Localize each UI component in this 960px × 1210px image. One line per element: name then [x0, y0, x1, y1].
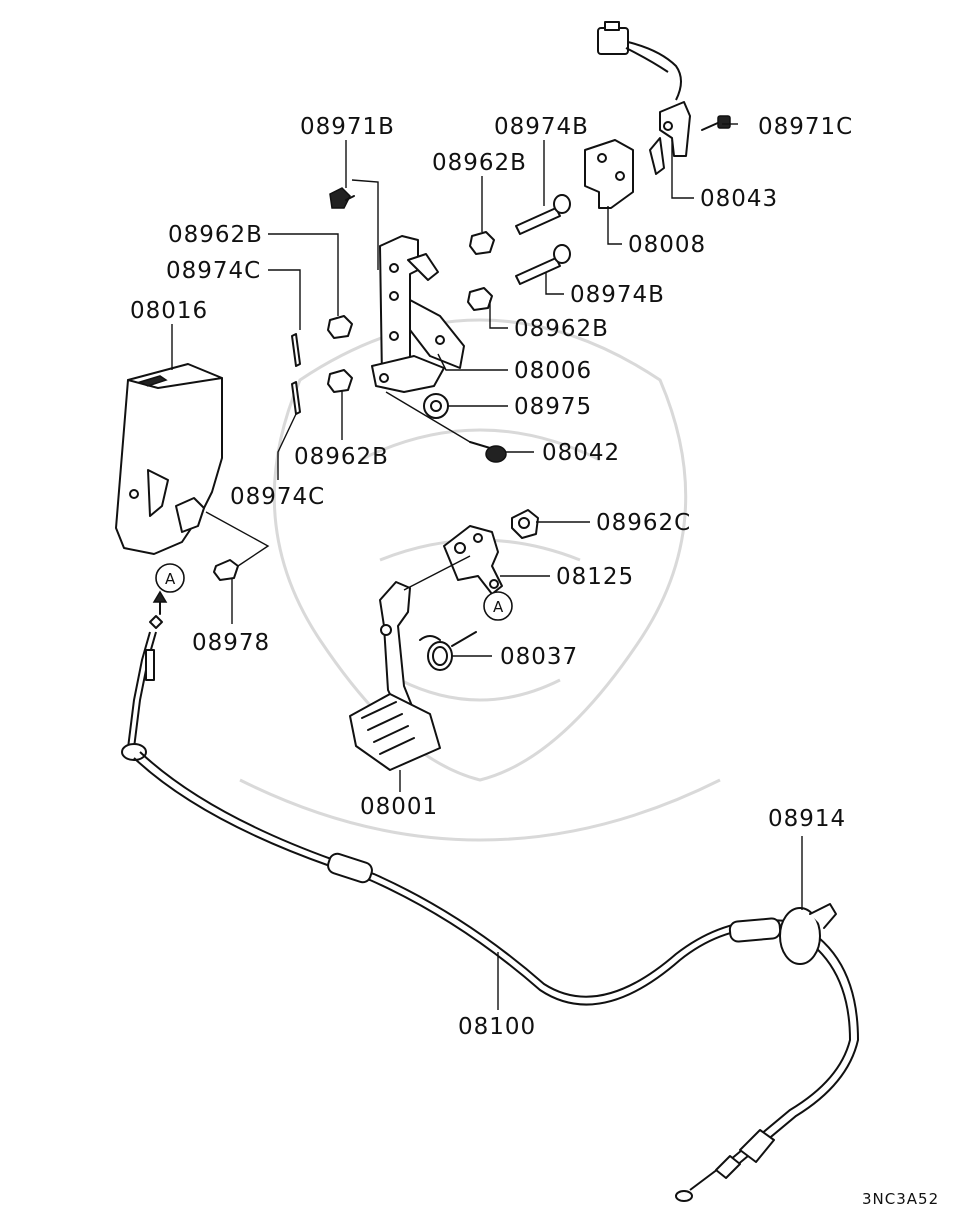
- label-08962C: 08962C: [596, 510, 691, 536]
- cover-08016: [115, 363, 223, 555]
- label-08043: 08043: [700, 186, 778, 212]
- screw-08971C: [701, 115, 731, 131]
- screw-08971B: [329, 187, 355, 209]
- label-08914: 08914: [768, 806, 846, 832]
- label-08974C-left: 08974C: [166, 258, 261, 284]
- label-08006: 08006: [514, 358, 592, 384]
- label-08008: 08008: [628, 232, 706, 258]
- label-08962B-low: 08962B: [294, 444, 389, 470]
- bolt-08974B-upper: [515, 194, 571, 235]
- diagram-code: 3NC3A52: [862, 1190, 939, 1208]
- bushing-08975: [423, 393, 449, 419]
- label-08100: 08100: [458, 1014, 536, 1040]
- label-08971C: 08971C: [758, 114, 853, 140]
- label-08962B-left: 08962B: [168, 222, 263, 248]
- bolt-08974B-lower: [515, 244, 571, 285]
- screw-08978: [213, 559, 239, 581]
- nut-08962B-left-lower: [327, 369, 353, 393]
- label-08974C-low: 08974C: [230, 484, 325, 510]
- clamp-08914: [779, 903, 837, 965]
- label-08971B: 08971B: [300, 114, 395, 140]
- pedal-08001: [349, 581, 441, 771]
- label-08978: 08978: [192, 630, 270, 656]
- label-08962B-top: 08962B: [432, 150, 527, 176]
- stud-08974C-lower: [291, 381, 301, 415]
- nut-08962C: [511, 509, 539, 539]
- label-08974B-top: 08974B: [494, 114, 589, 140]
- nut-08962B-upper: [469, 231, 495, 255]
- view-mark-right: A: [483, 591, 513, 621]
- bracket-08008: [584, 139, 634, 209]
- label-08962B-mid: 08962B: [514, 316, 609, 342]
- label-08016: 08016: [130, 298, 208, 324]
- cable-08100: [121, 615, 860, 1202]
- lever-08125: [443, 525, 503, 595]
- accelerator-switch-assembly: [597, 21, 691, 175]
- view-mark-left: A: [155, 563, 185, 593]
- nut-08962B-left-upper: [327, 315, 353, 339]
- pedal-bracket-08006: [371, 235, 465, 393]
- nut-08962B-mid: [467, 287, 493, 311]
- label-08975: 08975: [514, 394, 592, 420]
- view-mark-left-letter: A: [165, 570, 176, 588]
- pin-08042: [469, 441, 507, 463]
- label-08125: 08125: [556, 564, 634, 590]
- label-08001: 08001: [360, 794, 438, 820]
- spring-08037: [419, 631, 477, 671]
- label-08037: 08037: [500, 644, 578, 670]
- view-arrow-left: [152, 590, 168, 615]
- leader-lines: [171, 123, 803, 1010]
- label-08042: 08042: [542, 440, 620, 466]
- view-mark-right-letter: A: [493, 598, 504, 616]
- callout-labels: 08971B 08974B 08962B 08971C 08043 08008 …: [130, 114, 939, 1208]
- label-08974B-mid: 08974B: [570, 282, 665, 308]
- stud-08974C-upper: [291, 333, 301, 367]
